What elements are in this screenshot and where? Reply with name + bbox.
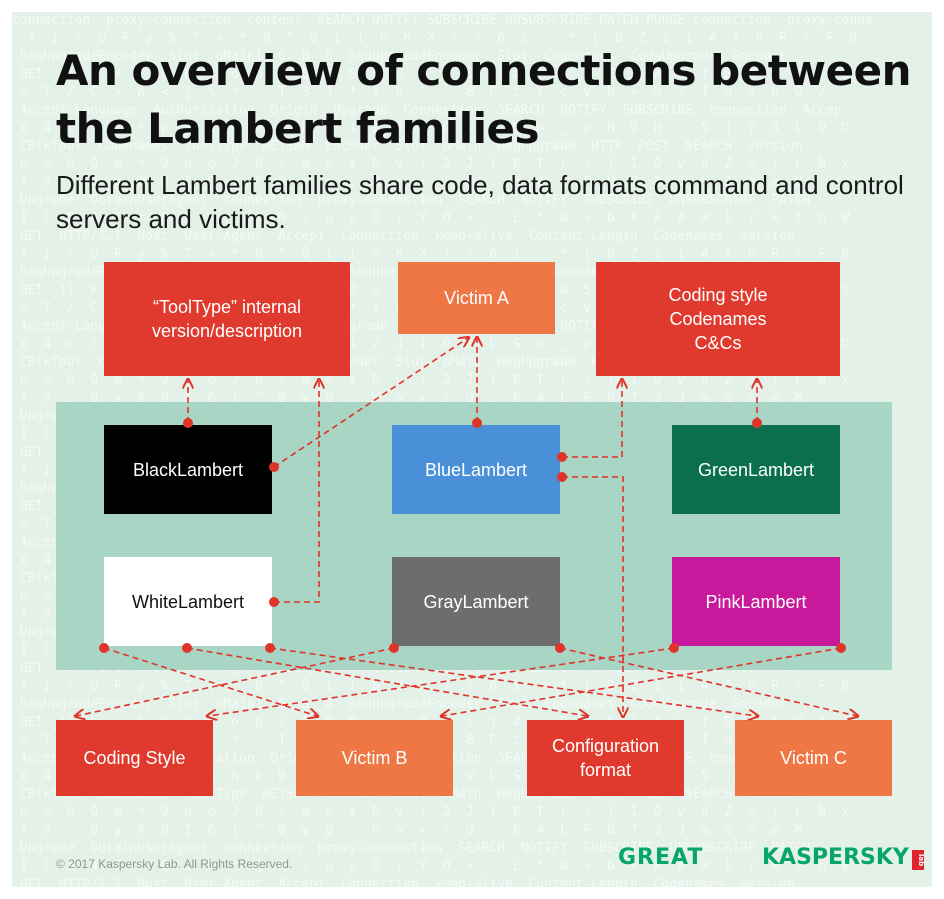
connector-white-config bbox=[186, 647, 587, 716]
connector-gray-coding-style bbox=[76, 647, 395, 716]
dot-white-bottom-3 bbox=[265, 643, 275, 653]
connector-lines bbox=[12, 12, 932, 887]
page-subtitle: Different Lambert families share code, d… bbox=[56, 170, 904, 234]
dot-gray-bottom-left bbox=[389, 643, 399, 653]
dot-white-bottom-2 bbox=[182, 643, 192, 653]
connector-white-victim-b bbox=[103, 647, 317, 716]
great-logo: GREAT bbox=[618, 845, 704, 870]
dot-black-top bbox=[183, 418, 193, 428]
connector-pink-coding-style bbox=[208, 647, 675, 716]
node-pink-lambert: PinkLambert bbox=[672, 557, 840, 646]
dot-blue-right-1 bbox=[557, 452, 567, 462]
dot-black-right bbox=[269, 462, 279, 472]
connector-white-victim-c bbox=[269, 647, 757, 716]
node-coding-codenames: Coding style Codenames C&Cs bbox=[596, 262, 840, 376]
connector-pink-victim-b bbox=[442, 647, 842, 716]
dot-pink-bottom-right bbox=[836, 643, 846, 653]
dot-blue-top bbox=[472, 418, 482, 428]
node-victim-c: Victim C bbox=[735, 720, 892, 796]
page-title: An overview of connections between the L… bbox=[56, 46, 911, 153]
node-white-lambert: WhiteLambert bbox=[104, 557, 272, 646]
lab-badge: lab bbox=[912, 850, 925, 870]
node-victim-a: Victim A bbox=[398, 262, 555, 334]
infographic: connection proxy-connection content SEAR… bbox=[12, 12, 932, 887]
dot-gray-bottom-right bbox=[555, 643, 565, 653]
copyright-text: © 2017 Kaspersky Lab. All Rights Reserve… bbox=[56, 857, 293, 871]
node-black-lambert: BlackLambert bbox=[104, 425, 272, 514]
connector-white-tooltype bbox=[274, 380, 319, 603]
dot-blue-right-2 bbox=[557, 472, 567, 482]
node-green-lambert: GreenLambert bbox=[672, 425, 840, 514]
dot-white-right bbox=[269, 597, 279, 607]
connector-blue-codenames bbox=[562, 380, 622, 458]
node-tooltype: “ToolType” internal version/description bbox=[104, 262, 350, 376]
node-gray-lambert: GrayLambert bbox=[392, 557, 560, 646]
node-config-format: Configuration format bbox=[527, 720, 684, 796]
node-coding-style: Coding Style bbox=[56, 720, 213, 796]
dot-white-bottom-1 bbox=[99, 643, 109, 653]
connector-gray-victim-c bbox=[559, 647, 857, 716]
dot-green-top bbox=[752, 418, 762, 428]
connector-black-victim-a bbox=[273, 338, 468, 468]
node-victim-b: Victim B bbox=[296, 720, 453, 796]
node-blue-lambert: BlueLambert bbox=[392, 425, 560, 514]
kaspersky-logo: KASPERSKY bbox=[762, 845, 909, 870]
connector-blue-config bbox=[562, 476, 623, 716]
dot-pink-bottom-left bbox=[669, 643, 679, 653]
